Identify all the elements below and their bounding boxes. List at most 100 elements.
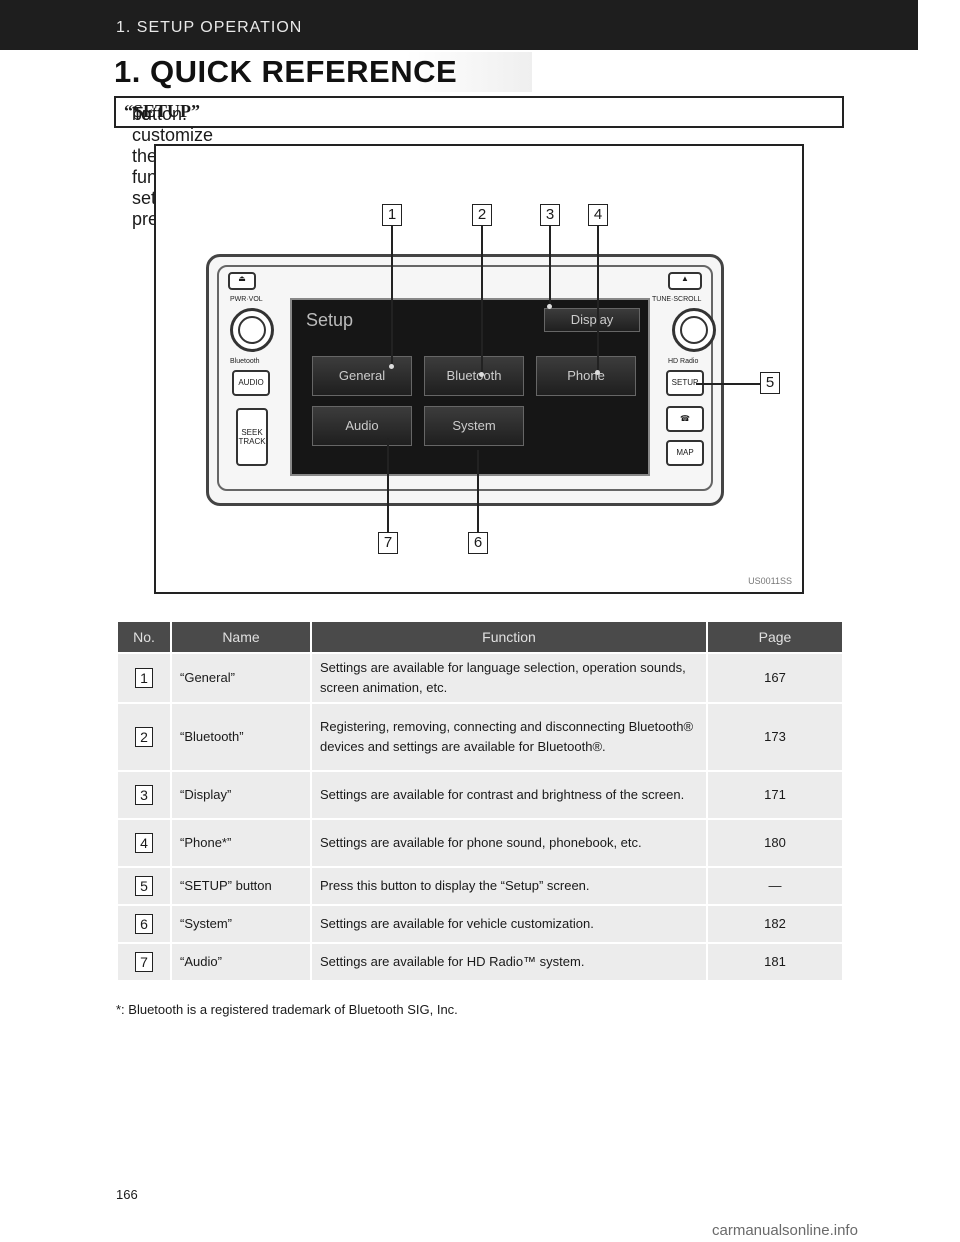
display-screen-button: Display	[544, 308, 640, 332]
leader-line-2	[481, 226, 483, 374]
table-row: 5 “SETUP” button Press this button to di…	[118, 868, 842, 904]
row-number: 6	[118, 906, 170, 942]
seek-label: SEEK	[241, 428, 263, 437]
figure-code: US0011SS	[748, 576, 792, 586]
leader-line-6	[477, 450, 479, 532]
track-label: TRACK	[238, 437, 266, 446]
touch-screen: Setup Display General Bluetooth Phone Au…	[290, 298, 650, 476]
table-row: 6 “System” Settings are available for ve…	[118, 906, 842, 942]
leader-line-5	[696, 383, 760, 385]
header-function: Function	[312, 622, 706, 652]
row-function: Settings are available for vehicle custo…	[312, 906, 706, 942]
page-title-bar: 1. QUICK REFERENCE	[112, 52, 532, 92]
eject-left-button: ⏏	[228, 272, 256, 290]
callout-1: 1	[382, 204, 402, 226]
intro-box: To customize the function settings, pres…	[114, 96, 844, 229]
leader-dot-3	[547, 304, 552, 309]
callout-5: 5	[760, 372, 780, 394]
audio-hard-button: AUDIO	[232, 370, 270, 396]
number-box: 2	[135, 726, 153, 747]
leader-line-4	[597, 226, 599, 372]
intro-after: button.	[132, 104, 188, 124]
row-page: 171	[708, 772, 842, 818]
row-number: 4	[118, 820, 170, 866]
hd-radio-label: HD Radio	[668, 358, 699, 365]
eject-icon: ⏏	[238, 274, 246, 283]
row-function: Settings are available for contrast and …	[312, 772, 706, 818]
table-row: 4 “Phone*” Settings are available for ph…	[118, 820, 842, 866]
callout-6: 6	[468, 532, 488, 554]
callout-7: 7	[378, 532, 398, 554]
callout-3: 3	[540, 204, 560, 226]
callout-4: 4	[588, 204, 608, 226]
number-box: 7	[135, 951, 153, 972]
phone-hard-button: ☎	[666, 406, 704, 432]
row-name: “General”	[172, 654, 310, 702]
general-screen-button: General	[312, 356, 412, 396]
audio-screen-button: Audio	[312, 406, 412, 446]
row-number: 3	[118, 772, 170, 818]
row-function: Settings are available for phone sound, …	[312, 820, 706, 866]
leader-dot-1	[389, 364, 394, 369]
leader-line-1	[391, 226, 393, 366]
map-hard-button-label: MAP	[676, 448, 694, 457]
row-page: —	[708, 868, 842, 904]
eject-right-button: ▲	[668, 272, 702, 290]
header-page: Page	[708, 622, 842, 652]
eject-triangle-icon: ▲	[681, 274, 689, 283]
row-name: “SETUP” button	[172, 868, 310, 904]
bluetooth-screen-button: Bluetooth	[424, 356, 524, 396]
setup-hard-button: SETUP	[666, 370, 704, 396]
map-hard-button: MAP	[666, 440, 704, 466]
row-page: 181	[708, 944, 842, 980]
quick-reference-table: No. Name Function Page 1 “General” Setti…	[116, 620, 844, 982]
header-no: No.	[118, 622, 170, 652]
setup-hard-button-label: SETUP	[671, 378, 699, 387]
row-name: “Display”	[172, 772, 310, 818]
leader-line-7	[387, 438, 389, 532]
number-box: 1	[135, 667, 153, 688]
number-box: 3	[135, 784, 153, 805]
number-box: 4	[135, 832, 153, 853]
leader-dot-4	[595, 370, 600, 375]
page-title: 1. QUICK REFERENCE	[114, 54, 458, 89]
head-unit-bezel	[217, 265, 713, 491]
row-name: “Phone*”	[172, 820, 310, 866]
row-function: Registering, removing, connecting and di…	[312, 704, 706, 770]
row-name: “System”	[172, 906, 310, 942]
phone-screen-button: Phone	[536, 356, 636, 396]
table-header-row: No. Name Function Page	[118, 622, 842, 652]
row-page: 182	[708, 906, 842, 942]
head-unit-figure: ⏏ PWR·VOL Bluetooth AUDIO SEEK TRACK ▲ T…	[154, 144, 804, 594]
intro-text: To customize the function settings, pres…	[124, 101, 213, 229]
table-row: 3 “Display” Settings are available for c…	[118, 772, 842, 818]
row-page: 180	[708, 820, 842, 866]
row-number: 2	[118, 704, 170, 770]
watermark: carmanualsonline.info	[712, 1222, 858, 1239]
callout-2: 2	[472, 204, 492, 226]
audio-hard-button-label: AUDIO	[238, 378, 264, 387]
row-page: 173	[708, 704, 842, 770]
number-box: 6	[135, 913, 153, 934]
footnote: *: Bluetooth is a registered trademark o…	[116, 1002, 458, 1017]
system-screen-button: System	[424, 406, 524, 446]
row-function: Settings are available for language sele…	[312, 654, 706, 702]
screen-title: Setup	[306, 310, 354, 330]
row-name: “Bluetooth”	[172, 704, 310, 770]
bluetooth-label: Bluetooth	[230, 358, 260, 365]
number-box: 5	[135, 875, 153, 896]
seek-track-button: SEEK TRACK	[236, 408, 268, 466]
tune-knob	[672, 308, 716, 352]
row-number: 7	[118, 944, 170, 980]
intro-button-name: “SETUP”	[124, 101, 201, 121]
row-page: 167	[708, 654, 842, 702]
row-name: “Audio”	[172, 944, 310, 980]
volume-knob	[230, 308, 274, 352]
row-function: Press this button to display the “Setup”…	[312, 868, 706, 904]
row-number: 1	[118, 654, 170, 702]
section-title: 1. SETUP OPERATION	[116, 19, 303, 36]
table-row: 1 “General” Settings are available for l…	[118, 654, 842, 702]
table-row: 7 “Audio” Settings are available for HD …	[118, 944, 842, 980]
phone-handset-icon: ☎	[680, 414, 690, 423]
section-header-bar: 1. SETUP OPERATION	[0, 0, 918, 50]
